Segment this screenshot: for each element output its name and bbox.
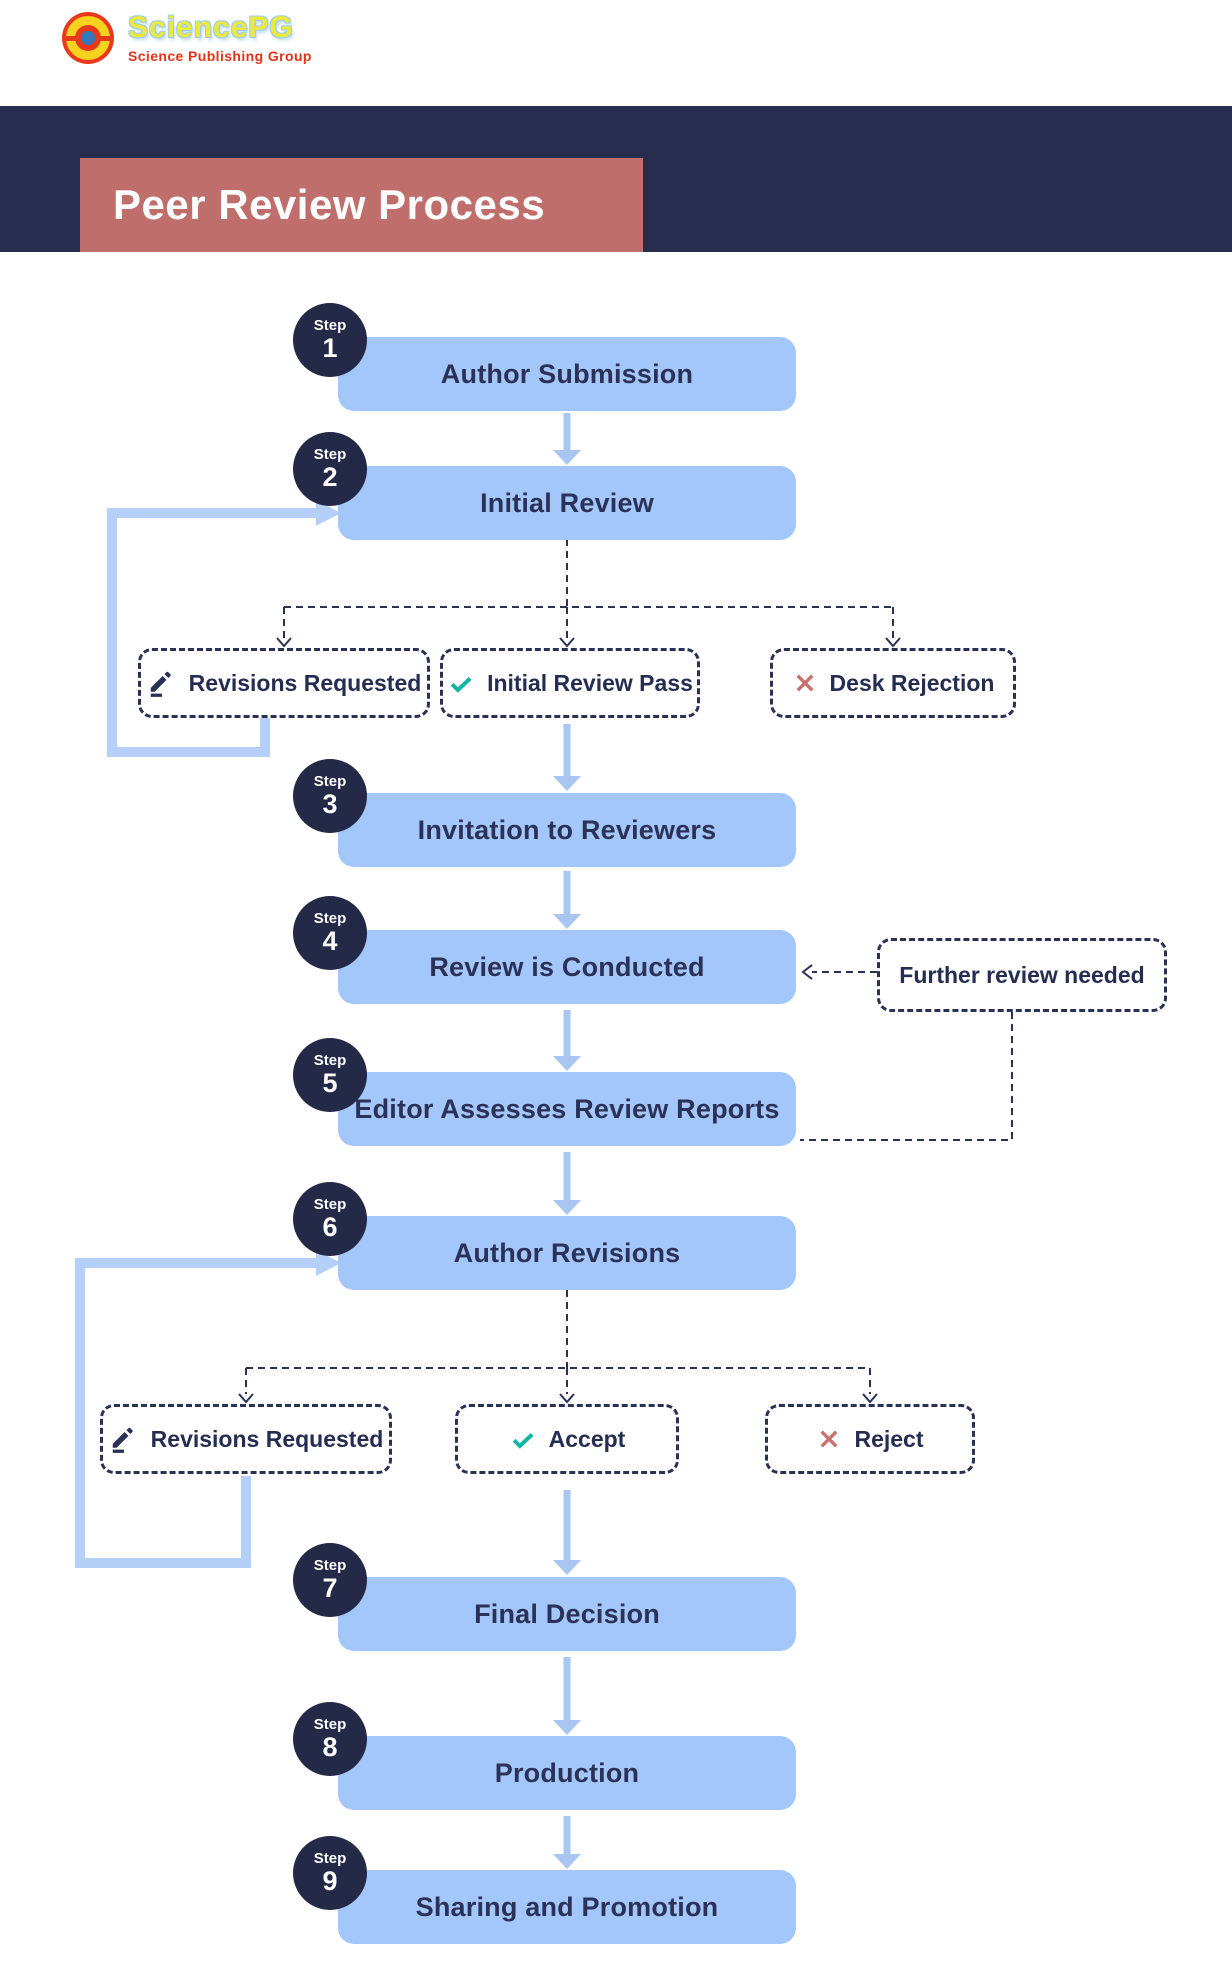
branch-reject: Reject <box>765 1404 975 1474</box>
revision-loop-arrows <box>75 500 341 1568</box>
pencil-icon <box>112 1427 133 1453</box>
page-title: Peer Review Process <box>80 158 643 252</box>
cross-icon <box>796 674 813 692</box>
process-box-production: Production <box>338 1736 796 1810</box>
check-icon <box>450 677 472 693</box>
process-box-initial-review: Initial Review <box>338 466 796 540</box>
process-box-sharing-promotion: Sharing and Promotion <box>338 1870 796 1944</box>
sciencepg-logo-icon <box>62 12 114 64</box>
process-box-final-decision: Final Decision <box>338 1577 796 1651</box>
branch-desk-rejection: Desk Rejection <box>770 648 1016 718</box>
branch-label: Reject <box>854 1425 924 1452</box>
pencil-icon <box>150 671 171 697</box>
branch-label: Accept <box>548 1425 626 1452</box>
branch-revisions-requested-1: Revisions Requested <box>138 648 430 718</box>
decision-connectors <box>245 539 1013 1394</box>
dashed-arrowheads <box>238 637 901 1404</box>
branch-label: Desk Rejection <box>829 669 995 696</box>
process-box-invitation-to-reviewers: Invitation to Reviewers <box>338 793 796 867</box>
note-further-review-needed: Further review needed <box>877 938 1167 1012</box>
branch-accept: Accept <box>455 1404 679 1474</box>
branch-initial-review-pass: Initial Review Pass <box>440 648 700 718</box>
branch-label: Revisions Requested <box>150 1425 384 1452</box>
branch-revisions-requested-2: Revisions Requested <box>100 1404 392 1474</box>
logo-text: SciencePG Science Publishing Group <box>128 10 312 64</box>
logo-brand: SciencePG <box>128 10 294 44</box>
process-box-author-revisions: Author Revisions <box>338 1216 796 1290</box>
cross-icon <box>821 1430 838 1448</box>
flow-arrows <box>553 413 581 1869</box>
check-icon <box>512 1433 534 1449</box>
process-box-editor-assesses: Editor Assesses Review Reports <box>338 1072 796 1146</box>
logo: SciencePG Science Publishing Group <box>62 12 312 64</box>
process-box-author-submission: Author Submission <box>338 337 796 411</box>
branch-label: Initial Review Pass <box>487 669 693 696</box>
branch-label: Revisions Requested <box>188 669 422 696</box>
process-box-review-is-conducted: Review is Conducted <box>338 930 796 1004</box>
logo-tagline: Science Publishing Group <box>128 47 312 64</box>
